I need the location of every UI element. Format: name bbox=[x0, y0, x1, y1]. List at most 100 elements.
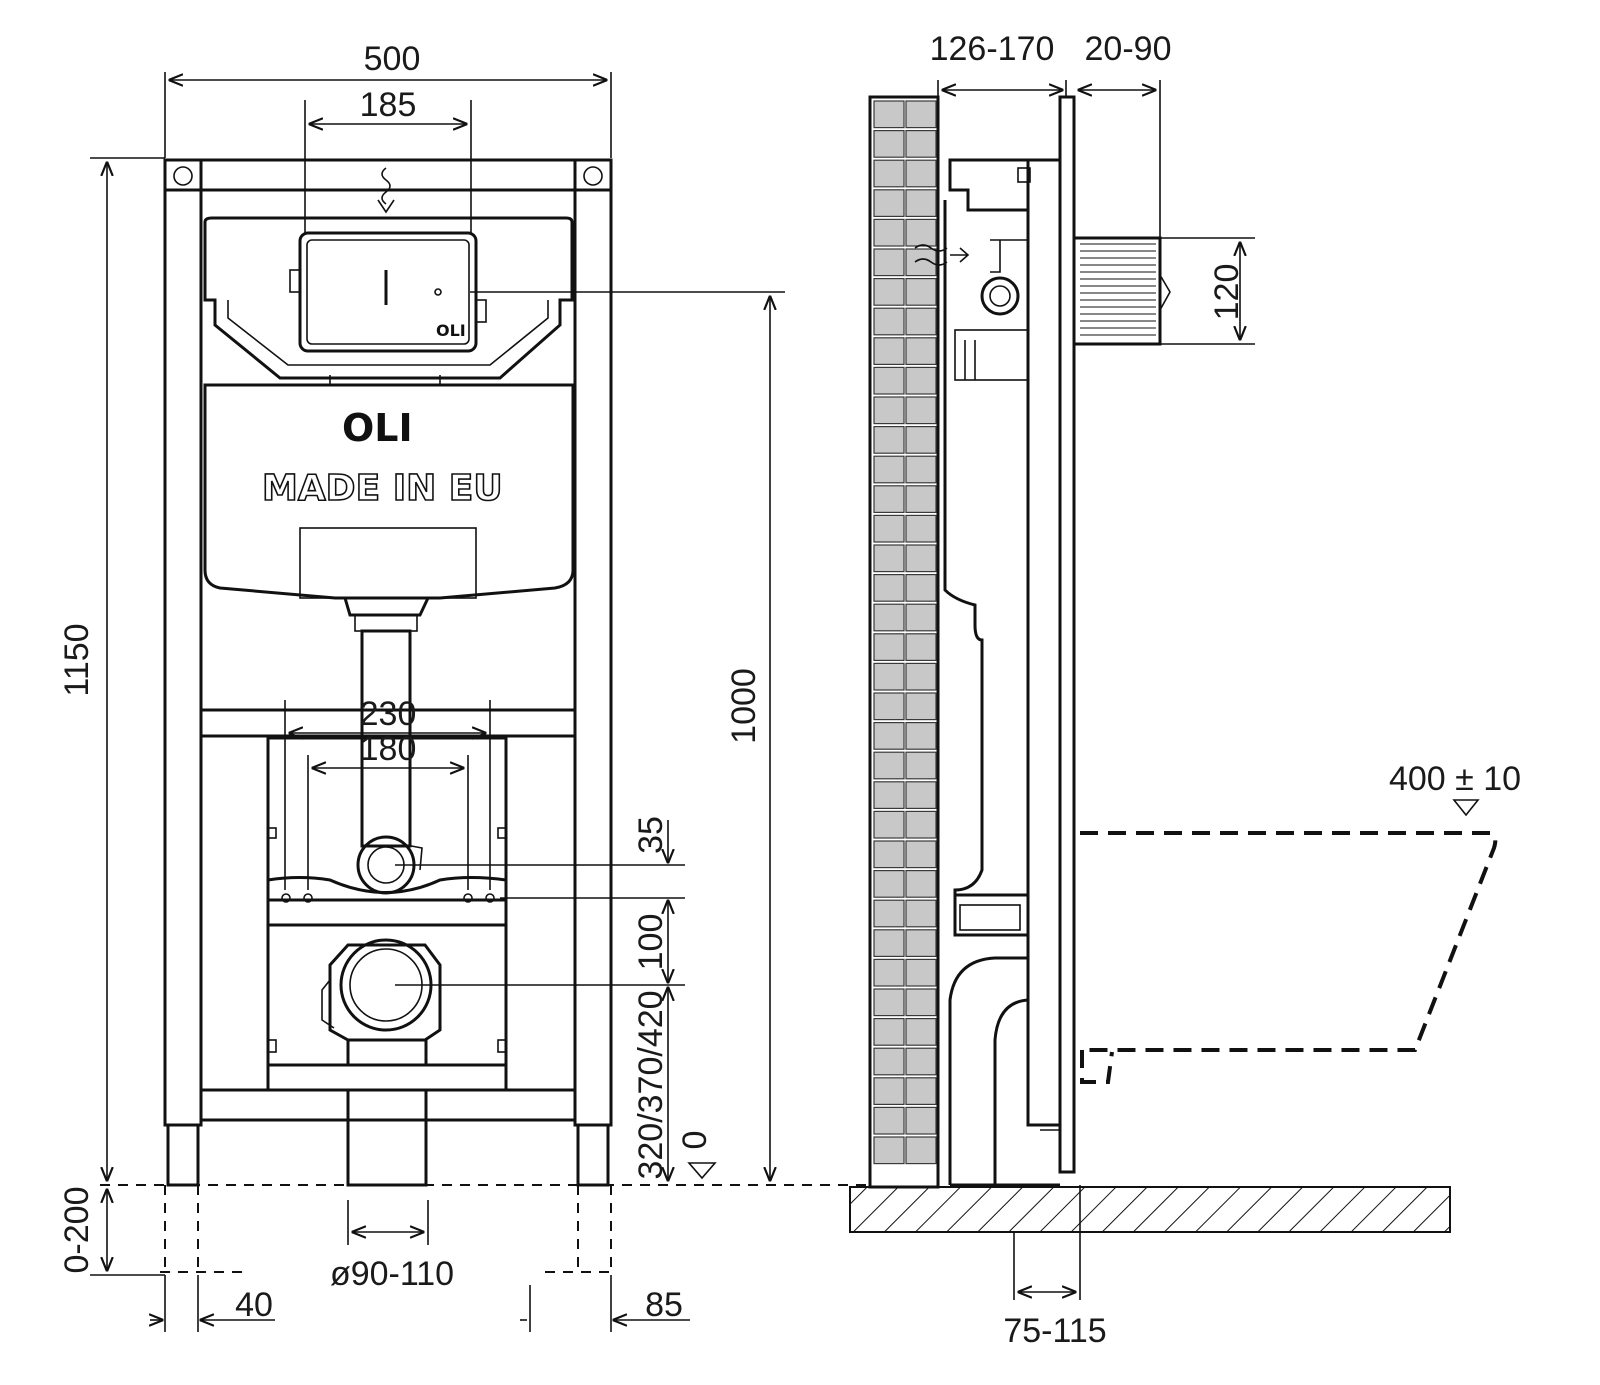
wall-tile bbox=[873, 1047, 905, 1076]
wall-tile bbox=[905, 1106, 937, 1135]
wall-tile bbox=[905, 485, 937, 513]
wall-tile bbox=[873, 159, 905, 188]
wall-tile bbox=[905, 1017, 937, 1046]
wall-tile bbox=[873, 218, 905, 247]
wall-tile bbox=[873, 751, 905, 780]
flush-actuator-side bbox=[1072, 236, 1171, 346]
wall-tile bbox=[873, 485, 905, 513]
wall-tile bbox=[873, 307, 905, 336]
dim-actuator-height: 1000 bbox=[725, 668, 763, 744]
wall-tile bbox=[905, 100, 937, 129]
front-view: OLI OLI MADE IN EU bbox=[58, 40, 870, 1332]
wall-tile bbox=[905, 1136, 937, 1165]
dim-seat-height: 400 ± 10 bbox=[1389, 760, 1521, 798]
wall-tile bbox=[905, 1077, 937, 1106]
side-view: 126-170 20-90 120 400 ± 10 75-115 bbox=[849, 30, 1521, 1350]
floor-slab bbox=[849, 1186, 1451, 1233]
dim-fixing-inner: 180 bbox=[360, 730, 417, 768]
wall-tile bbox=[873, 1136, 905, 1165]
wall-tile bbox=[905, 721, 937, 750]
wall-tile bbox=[905, 514, 937, 543]
wall-tile bbox=[873, 781, 905, 809]
wall-tile bbox=[873, 1106, 905, 1135]
wall-tile bbox=[905, 869, 937, 898]
lower-bracket bbox=[266, 736, 508, 1092]
wall-tile bbox=[905, 751, 937, 780]
tiled-wall bbox=[868, 95, 940, 1189]
wall-tile bbox=[905, 337, 937, 365]
wall-tile bbox=[873, 189, 905, 218]
wall-tile bbox=[905, 781, 937, 809]
dim-inlet-offset: 35 bbox=[632, 816, 670, 854]
wall-tile bbox=[873, 337, 905, 365]
dim-plate-height: 120 bbox=[1208, 264, 1246, 321]
wall-tile bbox=[873, 721, 905, 750]
wall-tile bbox=[905, 189, 937, 218]
dim-wall-finish: 20-90 bbox=[1085, 30, 1172, 68]
wall-tile bbox=[873, 455, 905, 484]
brand-logo: OLI bbox=[342, 406, 413, 450]
wall-tile bbox=[905, 573, 937, 602]
dim-drain-height: 320/370/420 bbox=[632, 990, 670, 1179]
wall-tile bbox=[905, 929, 937, 957]
water-inlet-icon bbox=[381, 167, 391, 205]
wall-tile bbox=[905, 455, 937, 484]
plate-logo: OLI bbox=[436, 321, 466, 340]
dim-drain-diameter: ø90-110 bbox=[330, 1255, 454, 1293]
wall-tile bbox=[873, 958, 905, 987]
wall-tile bbox=[905, 662, 937, 691]
front-dimensions: 500 185 1150 1000 230 180 bbox=[58, 40, 870, 1332]
dim-floor-level: 0 bbox=[676, 1131, 714, 1150]
wall-tile bbox=[905, 544, 937, 573]
wall-tile bbox=[905, 159, 937, 188]
wall-tile bbox=[873, 278, 905, 306]
wall-tile bbox=[905, 958, 937, 987]
wall-tile bbox=[873, 840, 905, 869]
wall-tile bbox=[873, 662, 905, 691]
dim-drain-depth: 75-115 bbox=[1003, 1312, 1106, 1350]
installation-frame bbox=[163, 158, 613, 1187]
dim-wall-depth: 126-170 bbox=[930, 30, 1055, 68]
wall-tile bbox=[873, 426, 905, 454]
wall-tile bbox=[905, 130, 937, 158]
wall-tile bbox=[905, 899, 937, 928]
wall-tile bbox=[905, 840, 937, 869]
wall-tile bbox=[873, 810, 905, 839]
wall-tile bbox=[873, 1017, 905, 1046]
wall-tile bbox=[873, 514, 905, 543]
dim-drain-offset: 100 bbox=[632, 914, 670, 971]
drain-connector bbox=[321, 938, 442, 1187]
wall-tile bbox=[873, 544, 905, 573]
wall-tile bbox=[905, 603, 937, 632]
dim-foot-right: 85 bbox=[645, 1286, 683, 1324]
floor-level-marker-icon bbox=[687, 1162, 717, 1180]
wall-tile bbox=[905, 366, 937, 395]
seat-level-marker-icon bbox=[1452, 799, 1480, 817]
wall-tile bbox=[905, 1047, 937, 1076]
wall-tile bbox=[873, 100, 905, 129]
dim-height-total: 1150 bbox=[58, 623, 96, 696]
wall-tile bbox=[873, 692, 905, 721]
cistern: OLI OLI MADE IN EU bbox=[203, 167, 575, 600]
wall-tile bbox=[873, 899, 905, 928]
wall-tile bbox=[873, 929, 905, 957]
wall-tile bbox=[873, 1077, 905, 1106]
dim-foot-left: 40 bbox=[235, 1286, 273, 1324]
wall-tile bbox=[873, 603, 905, 632]
wall-tile bbox=[905, 692, 937, 721]
toilet-outline bbox=[1080, 799, 1498, 1084]
wall-tile bbox=[873, 869, 905, 898]
wall-tile bbox=[905, 278, 937, 306]
dim-leg-extension: 0-200 bbox=[58, 1187, 96, 1274]
wall-tile bbox=[905, 396, 937, 425]
side-dimensions: 126-170 20-90 120 400 ± 10 75-115 bbox=[930, 30, 1521, 1350]
wall-tile bbox=[905, 988, 937, 1017]
wall-tile bbox=[905, 810, 937, 839]
wall-tile bbox=[873, 130, 905, 158]
wall-tile bbox=[905, 633, 937, 661]
made-in-label: MADE IN EU bbox=[262, 468, 503, 509]
dim-flush-plate: 185 bbox=[360, 86, 417, 124]
wall-tile bbox=[873, 573, 905, 602]
cistern-side bbox=[914, 95, 1076, 1187]
wall-tile bbox=[905, 307, 937, 336]
